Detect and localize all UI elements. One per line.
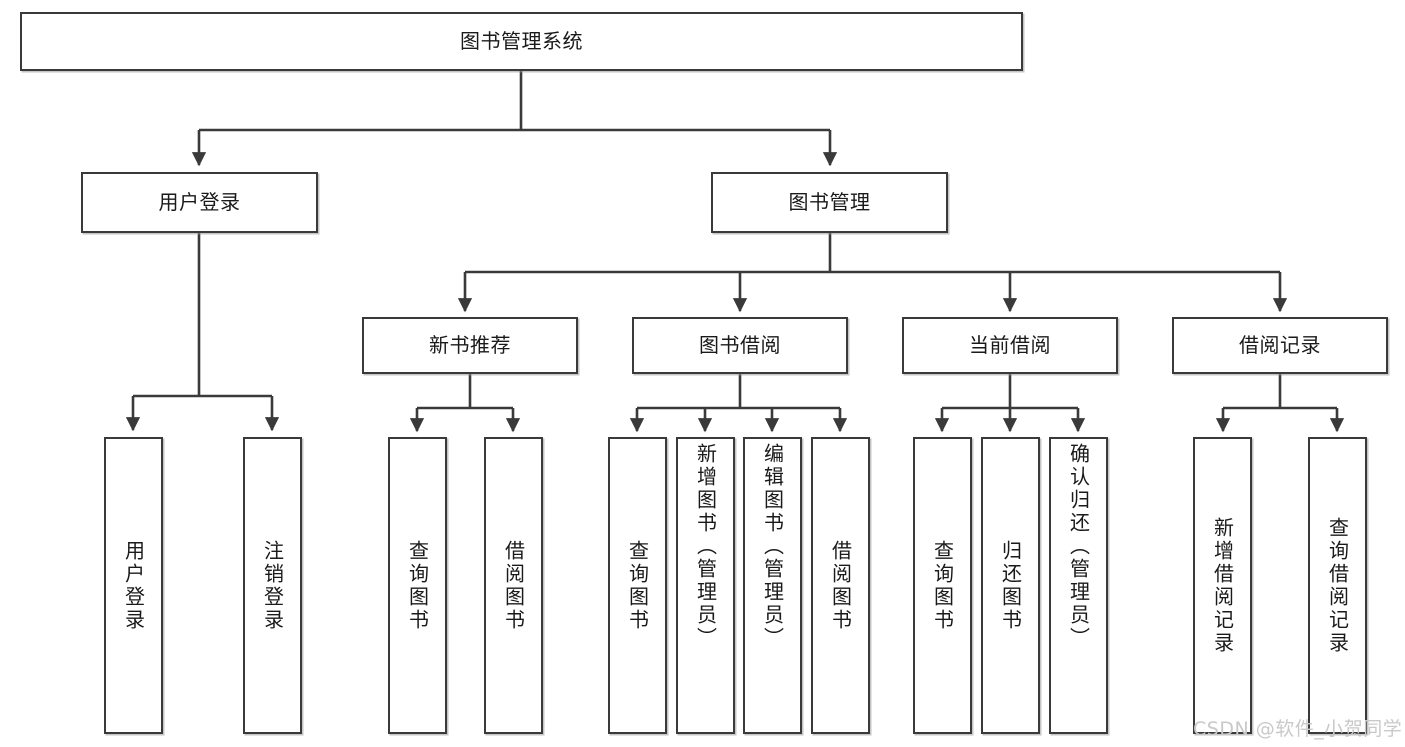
- leaf-book-borrow-borrow[interactable]: 借阅图书: [811, 437, 870, 734]
- leaf-new-book-borrow[interactable]: 借阅图书: [484, 437, 543, 734]
- node-book-borrow[interactable]: 图书借阅: [632, 317, 848, 374]
- leaf-label: 查询借阅记录: [1325, 516, 1350, 655]
- leaf-user-login-logout[interactable]: 注销登录: [243, 437, 302, 734]
- leaf-current-borrow-confirm[interactable]: 确认归还（管理员）: [1049, 437, 1108, 734]
- leaf-label: 编辑图书（管理员）: [760, 443, 785, 650]
- node-root-system[interactable]: 图书管理系统: [20, 12, 1023, 71]
- leaf-label: 新增图书（管理员）: [693, 443, 718, 650]
- leaf-book-borrow-add[interactable]: 新增图书（管理员）: [676, 437, 735, 734]
- leaf-borrow-record-query[interactable]: 查询借阅记录: [1308, 437, 1367, 734]
- leaf-label: 注销登录: [260, 539, 285, 632]
- node-root-label: 图书管理系统: [460, 29, 583, 53]
- node-borrow-record[interactable]: 借阅记录: [1172, 317, 1388, 374]
- node-current-borrow[interactable]: 当前借阅: [902, 317, 1118, 374]
- leaf-current-borrow-query[interactable]: 查询图书: [913, 437, 972, 734]
- node-book-management[interactable]: 图书管理: [711, 172, 948, 233]
- node-user-login-label: 用户登录: [158, 190, 241, 214]
- node-borrow-record-label: 借阅记录: [1239, 333, 1321, 357]
- node-current-borrow-label: 当前借阅: [969, 333, 1051, 357]
- leaf-label: 查询图书: [625, 539, 650, 632]
- node-book-borrow-label: 图书借阅: [699, 333, 781, 357]
- node-book-management-label: 图书管理: [788, 190, 871, 214]
- leaf-current-borrow-return[interactable]: 归还图书: [981, 437, 1040, 734]
- leaf-label: 查询图书: [930, 539, 955, 632]
- leaf-label: 归还图书: [998, 539, 1023, 632]
- leaf-new-book-query[interactable]: 查询图书: [388, 437, 447, 734]
- leaf-user-login-login[interactable]: 用户登录: [104, 437, 163, 734]
- csdn-watermark: CSDN @软件_小贺同学: [1193, 718, 1403, 740]
- leaf-label: 确认归还（管理员）: [1066, 443, 1091, 650]
- node-new-book-recommend-label: 新书推荐: [429, 333, 511, 357]
- leaf-label: 查询图书: [405, 539, 430, 632]
- leaf-book-borrow-edit[interactable]: 编辑图书（管理员）: [743, 437, 802, 734]
- leaf-borrow-record-add[interactable]: 新增借阅记录: [1193, 437, 1252, 734]
- leaf-label: 用户登录: [121, 539, 146, 632]
- node-user-login[interactable]: 用户登录: [81, 172, 318, 233]
- leaf-label: 新增借阅记录: [1210, 516, 1235, 655]
- node-new-book-recommend[interactable]: 新书推荐: [362, 317, 578, 374]
- leaf-book-borrow-query[interactable]: 查询图书: [608, 437, 667, 734]
- leaf-label: 借阅图书: [501, 539, 526, 632]
- leaf-label: 借阅图书: [828, 539, 853, 632]
